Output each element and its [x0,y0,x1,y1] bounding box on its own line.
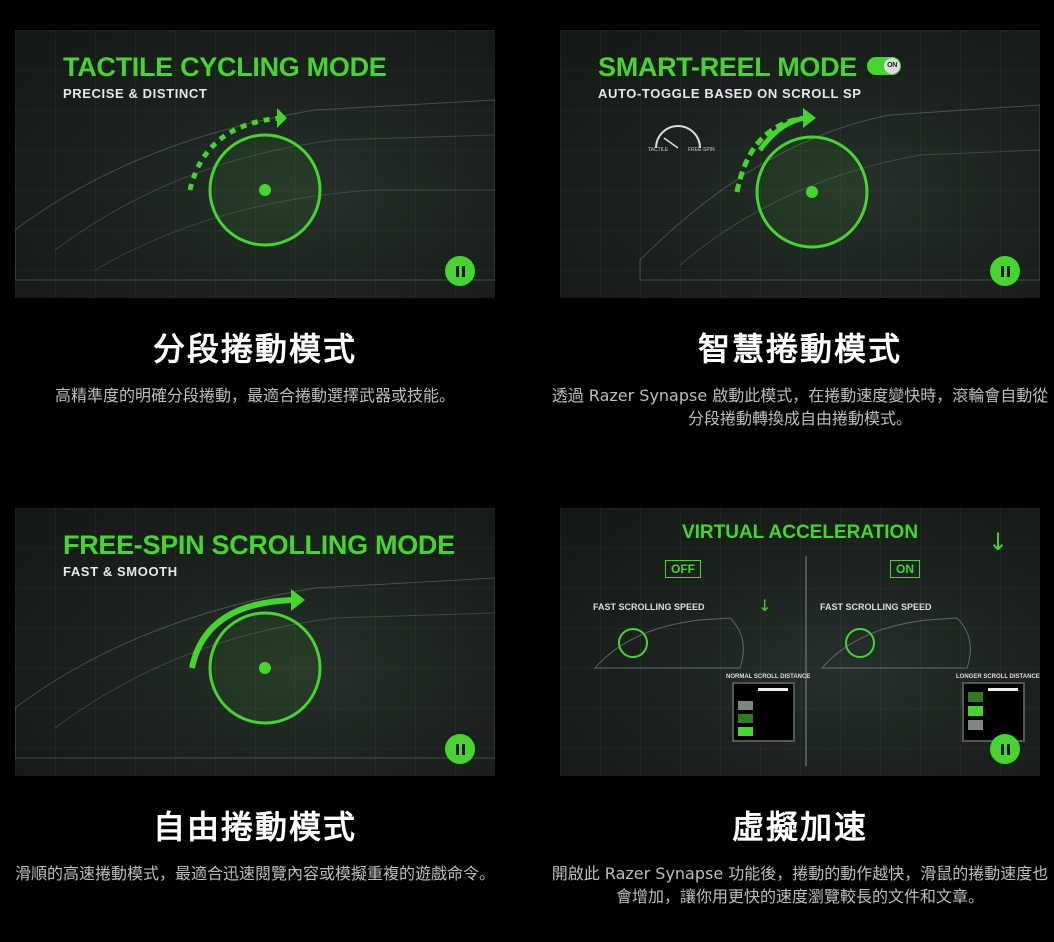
pause-button[interactable] [445,256,475,286]
video-title: VIRTUAL ACCELERATION [681,522,919,543]
toggle-label: ON [884,57,901,74]
video-subtitle: PRECISE & DISTINCT [63,86,208,101]
gauge-label-tactile: TACTILE [648,147,669,153]
card-description: 開啟此 Razer Synapse 功能後，捲動的動作越快，滑鼠的捲動速度也會增… [551,864,1049,906]
normal-distance-label: NORMAL SCROLL DISTANCE [726,674,811,680]
card-description: 滑順的高速捲動模式，最適合迅速閱覽內容或模擬重複的遊戲命令。 [14,864,495,883]
virtual-acceleration-card: VIRTUAL ACCELERATION OFF ON FAST SCROLLI… [552,508,1048,908]
card-title: 自由捲動模式 [152,808,357,846]
smart-reel-video[interactable]: TACTILE FREE-SPIN SMART-REEL MODE ON AUTO… [560,30,1040,298]
card-description: 透過 Razer Synapse 啟動此模式，在捲動速度變快時，滾輪會自動從分段… [551,386,1049,428]
speed-label-on: FAST SCROLLING SPEED [820,602,932,612]
card-description: 高精準度的明確分段捲動，最適合捲動選擇武器或技能。 [54,386,455,405]
tactile-mode-card: TACTILE CYCLING MODE PRECISE & DISTINCT … [15,30,495,407]
free-spin-video[interactable]: FREE-SPIN SCROLLING MODE FAST & SMOOTH [15,508,495,776]
speed-label-off: FAST SCROLLING SPEED [593,602,705,612]
scroll-window-on [962,682,1025,742]
video-title: TACTILE CYCLING MODE [63,52,387,82]
gauge-icon [655,125,701,149]
mouse-wireframe-illustration [639,104,1040,281]
scroll-window-off [732,682,795,742]
down-arrow-icon: ↓ [758,596,772,615]
video-subtitle: FAST & SMOOTH [63,564,178,579]
pause-button[interactable] [990,256,1020,286]
card-title: 智慧捲動模式 [697,330,902,368]
comparison-illustration [593,556,1025,766]
card-title: 虛擬加速 [731,808,868,846]
on-badge: ON [890,560,920,578]
pause-button[interactable] [445,734,475,764]
down-arrow-icon: ↓ [988,528,1009,556]
mouse-wireframe-illustration [15,577,495,759]
on-toggle: ON [867,56,902,75]
longer-distance-label: LONGER SCROLL DISTANCE [956,674,1040,680]
video-title-text: SMART-REEL MODE [598,52,858,82]
mouse-wireframe-illustration [15,99,495,281]
off-badge: OFF [665,560,701,578]
gauge-label-free-spin: FREE-SPIN [688,147,715,153]
tactile-video[interactable]: TACTILE CYCLING MODE PRECISE & DISTINCT [15,30,495,298]
pause-button[interactable] [990,734,1020,764]
virtual-acceleration-video[interactable]: VIRTUAL ACCELERATION OFF ON FAST SCROLLI… [560,508,1040,776]
video-title: FREE-SPIN SCROLLING MODE [63,530,455,560]
smart-reel-card: TACTILE FREE-SPIN SMART-REEL MODE ON AUTO… [552,30,1048,430]
video-subtitle: AUTO-TOGGLE BASED ON SCROLL SP [598,86,862,101]
free-spin-card: FREE-SPIN SCROLLING MODE FAST & SMOOTH 自… [15,508,495,885]
card-title: 分段捲動模式 [152,330,357,368]
video-title: SMART-REEL MODE ON [598,52,902,83]
